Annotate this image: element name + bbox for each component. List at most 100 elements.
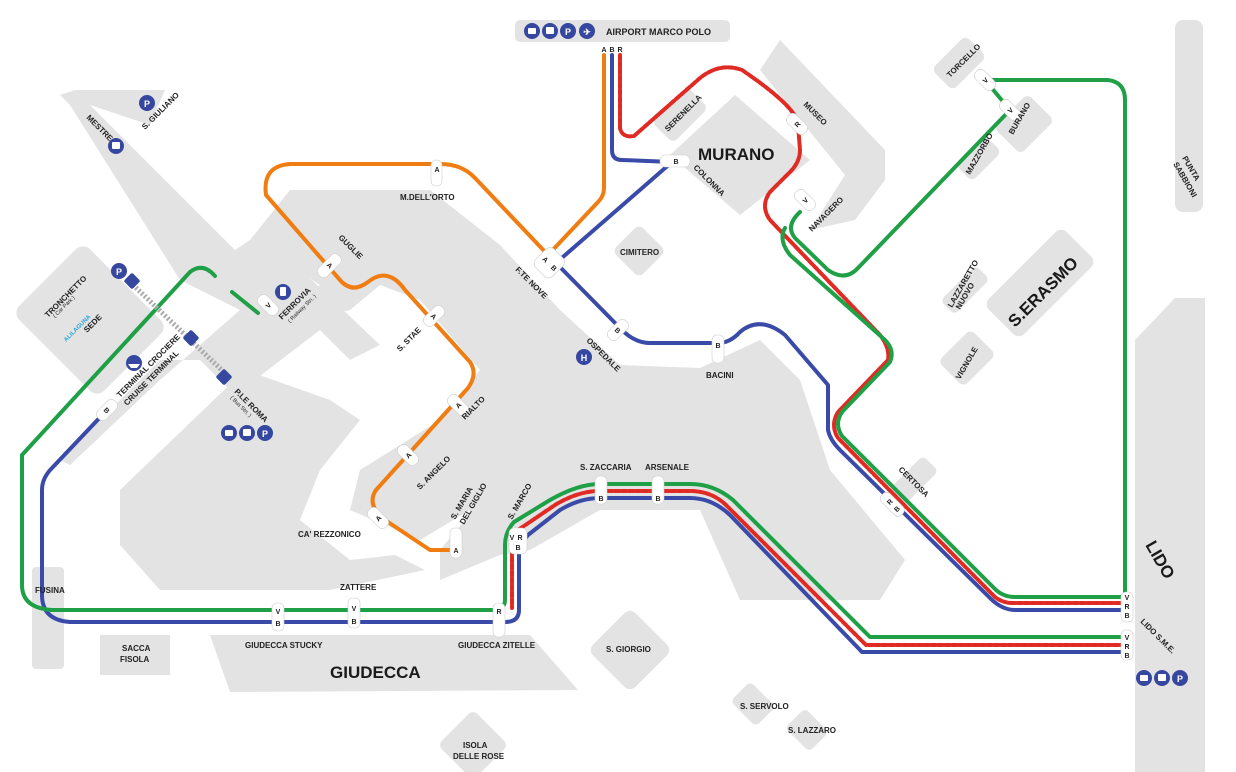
people-mover-icon (216, 369, 232, 385)
stop-marker-carezzonico[interactable]: A (365, 505, 390, 530)
map-label: R (794, 121, 803, 130)
map-shape (280, 287, 286, 296)
stop-marker-rialto[interactable]: A (445, 392, 470, 417)
map-label: V (352, 606, 357, 613)
map-shape (243, 429, 251, 436)
map-label: B (598, 496, 603, 503)
hospital-icon (576, 349, 592, 365)
map-shape (423, 305, 445, 327)
map-label: ISOLA (463, 741, 488, 750)
stop-marker-zattere[interactable]: VB (347, 597, 361, 629)
map-shape (651, 475, 665, 505)
stop-marker-lido-2[interactable]: VRB (1120, 629, 1134, 661)
parking-icon (1172, 670, 1188, 686)
stop-marker-bacini[interactable]: B (711, 334, 725, 364)
stop-marker-terminal[interactable]: B (94, 397, 119, 422)
parking-icon (257, 425, 273, 441)
map-label: A (434, 167, 439, 174)
people-mover-icon (183, 330, 199, 346)
map-label: P (1177, 674, 1183, 684)
map-label: B (655, 496, 660, 503)
map-label: A (540, 256, 549, 265)
map-label: B (893, 505, 902, 514)
line-r-red[interactable] (618, 53, 1127, 605)
map-shape (533, 247, 565, 279)
map-shape (225, 430, 233, 436)
parking-icon (139, 95, 155, 111)
vignole-land (940, 331, 994, 385)
stop-marker-sstae[interactable]: A (421, 303, 446, 328)
map-label: A (601, 47, 606, 54)
stop-marker-colonna[interactable]: B (659, 154, 691, 168)
stop-marker-lido-1[interactable]: VRB (1120, 591, 1134, 623)
map-label: S. STAE (395, 325, 423, 353)
stop-marker-certosa[interactable]: RB (878, 490, 906, 518)
line-a-orange[interactable] (263, 53, 606, 552)
map-label: S. SERVOLO (740, 702, 789, 711)
map-label: S. GIORGIO (606, 645, 651, 654)
map-label: SACCA (122, 644, 151, 653)
map-label: V (802, 197, 810, 205)
stop-marker-szaccaria[interactable]: B (594, 475, 608, 505)
stop-marker-ferrovia[interactable]: V (255, 292, 280, 317)
stop-marker-giudecca-zitelle[interactable]: R (492, 602, 506, 638)
map-label: B (609, 47, 614, 54)
stop-marker-museo[interactable]: R (784, 111, 809, 136)
line-b-blue[interactable] (554, 53, 1127, 612)
stop-marker-mdellorto[interactable]: A (430, 159, 443, 187)
airplane-icon (579, 23, 595, 39)
map-shape (974, 69, 996, 91)
map-shape (257, 294, 279, 316)
line-v-green[interactable] (780, 78, 1127, 600)
stop-marker-navagero[interactable]: V (792, 187, 817, 212)
map-label: A (405, 452, 414, 461)
map-label: ZATTERE (340, 583, 377, 592)
map-label: DELLE ROSE (453, 752, 505, 761)
map-label: GIUDECCA STUCKY (245, 641, 323, 650)
map-label: B (275, 621, 280, 628)
map-label: A (453, 548, 458, 555)
map-shape (96, 399, 118, 421)
stop-marker-sangelo[interactable]: A (395, 442, 420, 467)
map-label: A (429, 313, 438, 322)
map-label: BACINI (706, 371, 734, 380)
map-label: V (982, 77, 990, 85)
venice-main-land (250, 190, 905, 600)
map-shape (1158, 674, 1166, 681)
map-label: V (1007, 107, 1015, 115)
stop-marker-guglie[interactable]: A (315, 252, 343, 280)
map-label: B (549, 264, 558, 273)
map-label: M.DELL'ORTO (400, 193, 455, 202)
parking-icon (111, 263, 127, 279)
line-v-green-south[interactable] (20, 265, 1127, 639)
stop-marker-ftenove[interactable]: AB (532, 245, 567, 280)
map-label: P (262, 429, 268, 439)
stop-marker-burano[interactable]: V (997, 97, 1022, 122)
stop-marker-arsenale[interactable]: B (651, 475, 665, 505)
s-servolo-land (732, 683, 774, 725)
map-label: A (455, 402, 464, 411)
stop-marker-giudecca-stucky[interactable]: VB (271, 602, 285, 632)
stop-marker-smaria[interactable]: A (449, 527, 463, 559)
map-shape (449, 527, 463, 559)
map-label: A (325, 262, 334, 271)
people-mover-icon (124, 273, 140, 289)
map-shape (546, 27, 554, 34)
map-label: B (613, 327, 622, 336)
stop-marker-torcello[interactable]: V (972, 67, 997, 92)
people-mover-track (128, 280, 232, 380)
map-shape (528, 28, 536, 34)
map-label: B (1124, 613, 1129, 620)
line-b-blue-south[interactable] (40, 408, 1127, 654)
s-lazzaro-land (787, 710, 827, 750)
torcello-land (933, 37, 985, 89)
map-shape (128, 364, 140, 368)
stop-marker-ospedale[interactable]: B (605, 317, 630, 342)
map-label: B (351, 619, 356, 626)
map-label: V (510, 535, 515, 542)
s-giorgio-land (590, 610, 670, 690)
